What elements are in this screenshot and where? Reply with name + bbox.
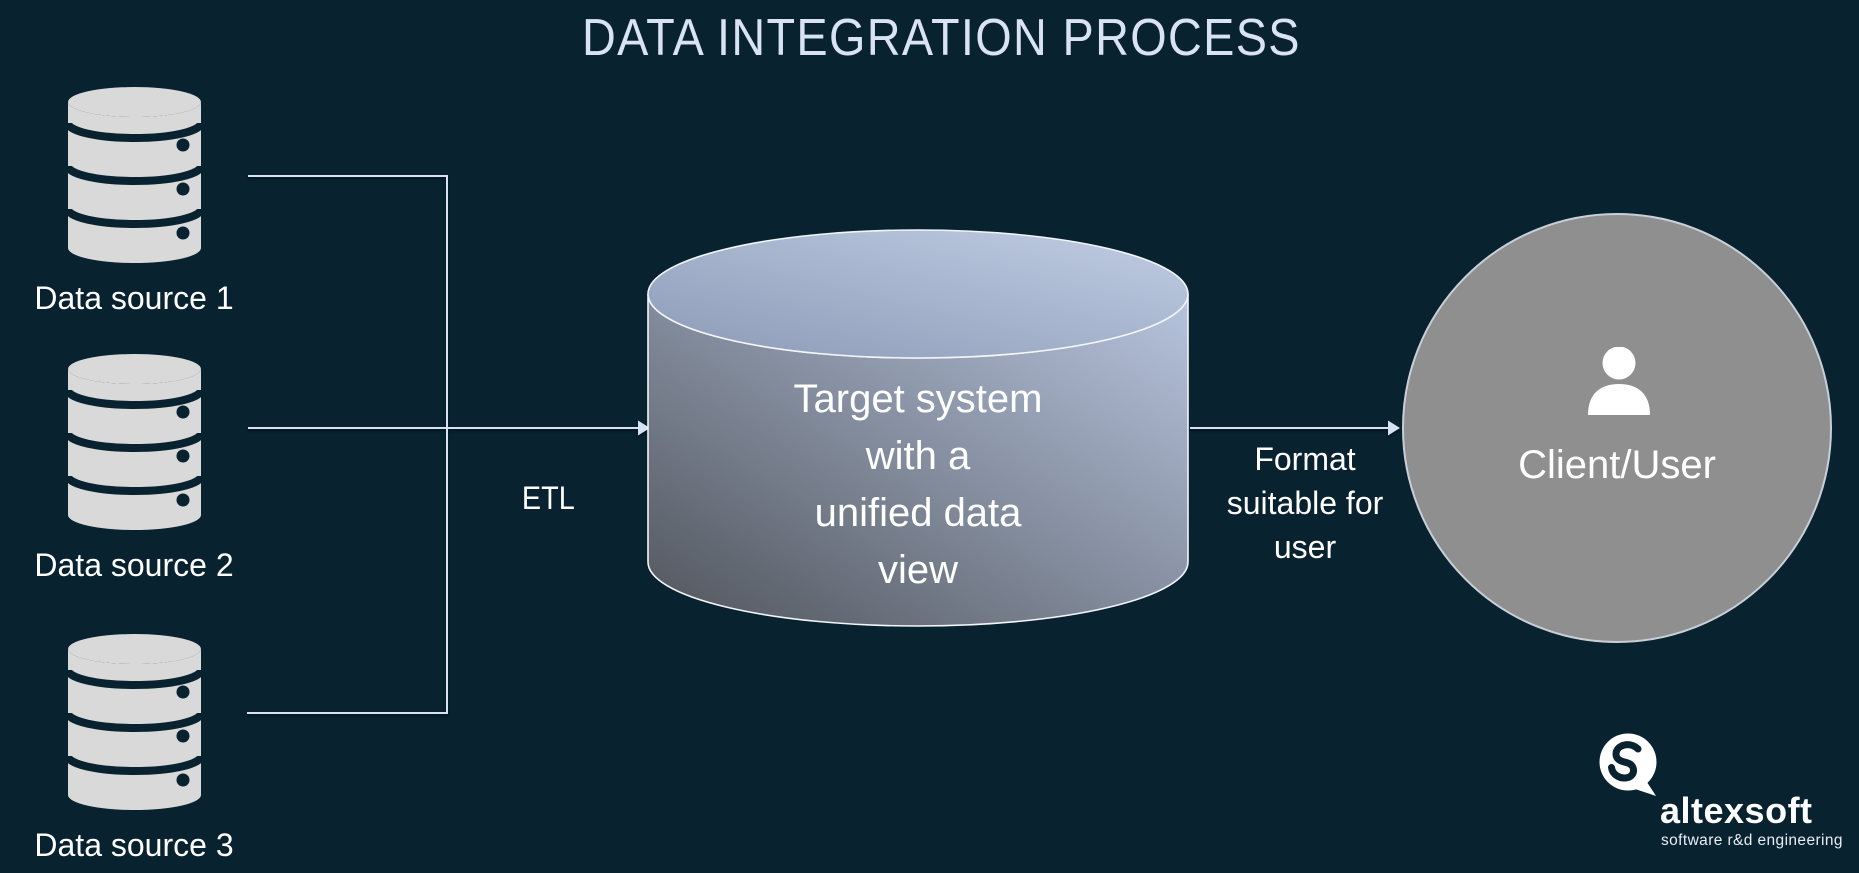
data-source-3: Data source 3 — [14, 632, 254, 864]
data-source-1: Data source 1 — [14, 85, 254, 317]
database-icon — [63, 354, 205, 530]
etl-label: ETL — [521, 480, 575, 516]
person-icon — [1588, 347, 1650, 415]
altexsoft-wordmark: altexsoft — [1660, 790, 1813, 831]
database-icon — [63, 87, 205, 263]
cylinder-icon — [647, 229, 1189, 627]
data-source-2-label: Data source 2 — [34, 547, 234, 583]
target-system-cylinder — [646, 226, 1190, 635]
page-title-text: DATA INTEGRATION PROCESS — [582, 9, 1301, 67]
client-user-circle: Client/User — [1402, 213, 1832, 643]
client-user-label: Client/User — [1518, 443, 1716, 487]
page-title: DATA INTEGRATION PROCESS — [12, 8, 1859, 68]
format-label: Format suitable for user — [1226, 441, 1384, 565]
output-arrowhead-icon — [1388, 420, 1400, 436]
data-source-3-label: Data source 3 — [34, 827, 234, 863]
altexsoft-tagline: software r&d engineering — [1661, 832, 1843, 849]
data-source-1-label: Data source 1 — [34, 280, 234, 316]
etl-arrowhead-icon — [638, 420, 650, 436]
data-source-2: Data source 2 — [14, 352, 254, 584]
target-system-label: Target system with a unified data view — [793, 377, 1043, 592]
database-icon — [63, 634, 205, 810]
altexsoft-logo-icon — [1599, 733, 1657, 796]
